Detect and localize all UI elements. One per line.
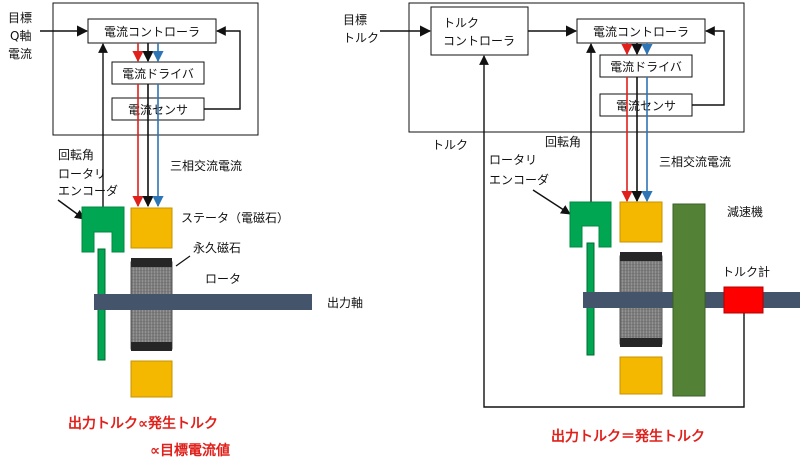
right-encoder-shape	[569, 201, 612, 248]
left-current-controller-label: 電流コントローラ	[104, 25, 200, 39]
right-encoder-label-2: エンコーダ	[489, 172, 549, 187]
left-output-shaft	[94, 294, 312, 310]
left-magnet-bottom	[131, 342, 172, 351]
left-stator-bottom	[130, 360, 173, 398]
left-stator-top	[130, 207, 173, 249]
right-control-frame	[408, 2, 745, 133]
right-torque-meter-label: トルク計	[722, 264, 770, 279]
left-output-shaft-label: 出力軸	[327, 296, 363, 310]
left-current-driver-label: 電流ドライバ	[122, 67, 194, 81]
right-sensor-feedback	[692, 26, 725, 106]
right-torque-controller-label-2: コントローラ	[443, 34, 515, 48]
right-encoder-label-1: ロータリ	[489, 153, 537, 167]
left-magnet-top	[131, 258, 172, 267]
left-stator-label: ステータ（電磁石）	[181, 210, 289, 225]
left-formula-line2: ∝目標電流値	[150, 442, 230, 459]
right-rotation-angle-label: 回転角	[545, 135, 581, 149]
left-control-frame	[52, 2, 259, 136]
right-torque-controller-label-1: トルク	[443, 16, 479, 30]
right-target-label-1: 目標	[343, 13, 367, 27]
right-current-controller-box	[576, 18, 706, 44]
right-torque-feedback	[479, 55, 745, 408]
right-reducer	[672, 203, 706, 397]
left-encoder-label-1: ロータリ	[58, 167, 106, 181]
right-three-phase-label: 三相交流電流	[659, 154, 731, 169]
right-target-label-2: トルク	[343, 31, 379, 45]
right-magnet-top	[620, 252, 662, 261]
left-target-label-3: 電流	[8, 47, 32, 61]
left-encoder-label-2: エンコーダ	[58, 183, 118, 198]
right-diagram: 目標 トルク トルク コントローラ 電流コントローラ 電流ドライバ 電流センサ	[343, 2, 800, 445]
left-rotor-label: ロータ	[205, 272, 241, 286]
right-torque-label: トルク	[432, 138, 468, 152]
left-diagram: 目標 Q軸 電流 電流コントローラ 電流ドライバ 電流センサ 回転角 ロータリ …	[8, 2, 363, 459]
left-current-controller-box	[87, 18, 217, 44]
right-torque-meter	[723, 286, 764, 314]
left-rotation-angle-label: 回転角	[58, 148, 94, 162]
left-target-label-1: 目標	[8, 11, 32, 25]
left-permanent-magnet-label: 永久磁石	[193, 240, 241, 255]
left-encoder-shape	[81, 206, 125, 253]
right-current-controller-label: 電流コントローラ	[593, 25, 689, 39]
left-three-phase-label: 三相交流電流	[170, 158, 242, 173]
right-magnet-bottom	[620, 338, 662, 347]
left-target-label-2: Q軸	[10, 29, 31, 43]
right-stator-top	[619, 201, 663, 243]
right-reducer-label: 減速機	[727, 204, 763, 219]
right-torque-controller-box	[430, 6, 529, 56]
left-formula-line1: 出力トルク∝発生トルク	[68, 415, 218, 432]
right-stator-bottom	[619, 356, 663, 395]
right-formula: 出力トルク＝発生トルク	[551, 428, 705, 445]
right-current-driver-label: 電流ドライバ	[610, 60, 682, 74]
right-current-sensor-label: 電流センサ	[616, 99, 676, 113]
left-sensor-feedback	[204, 26, 241, 110]
